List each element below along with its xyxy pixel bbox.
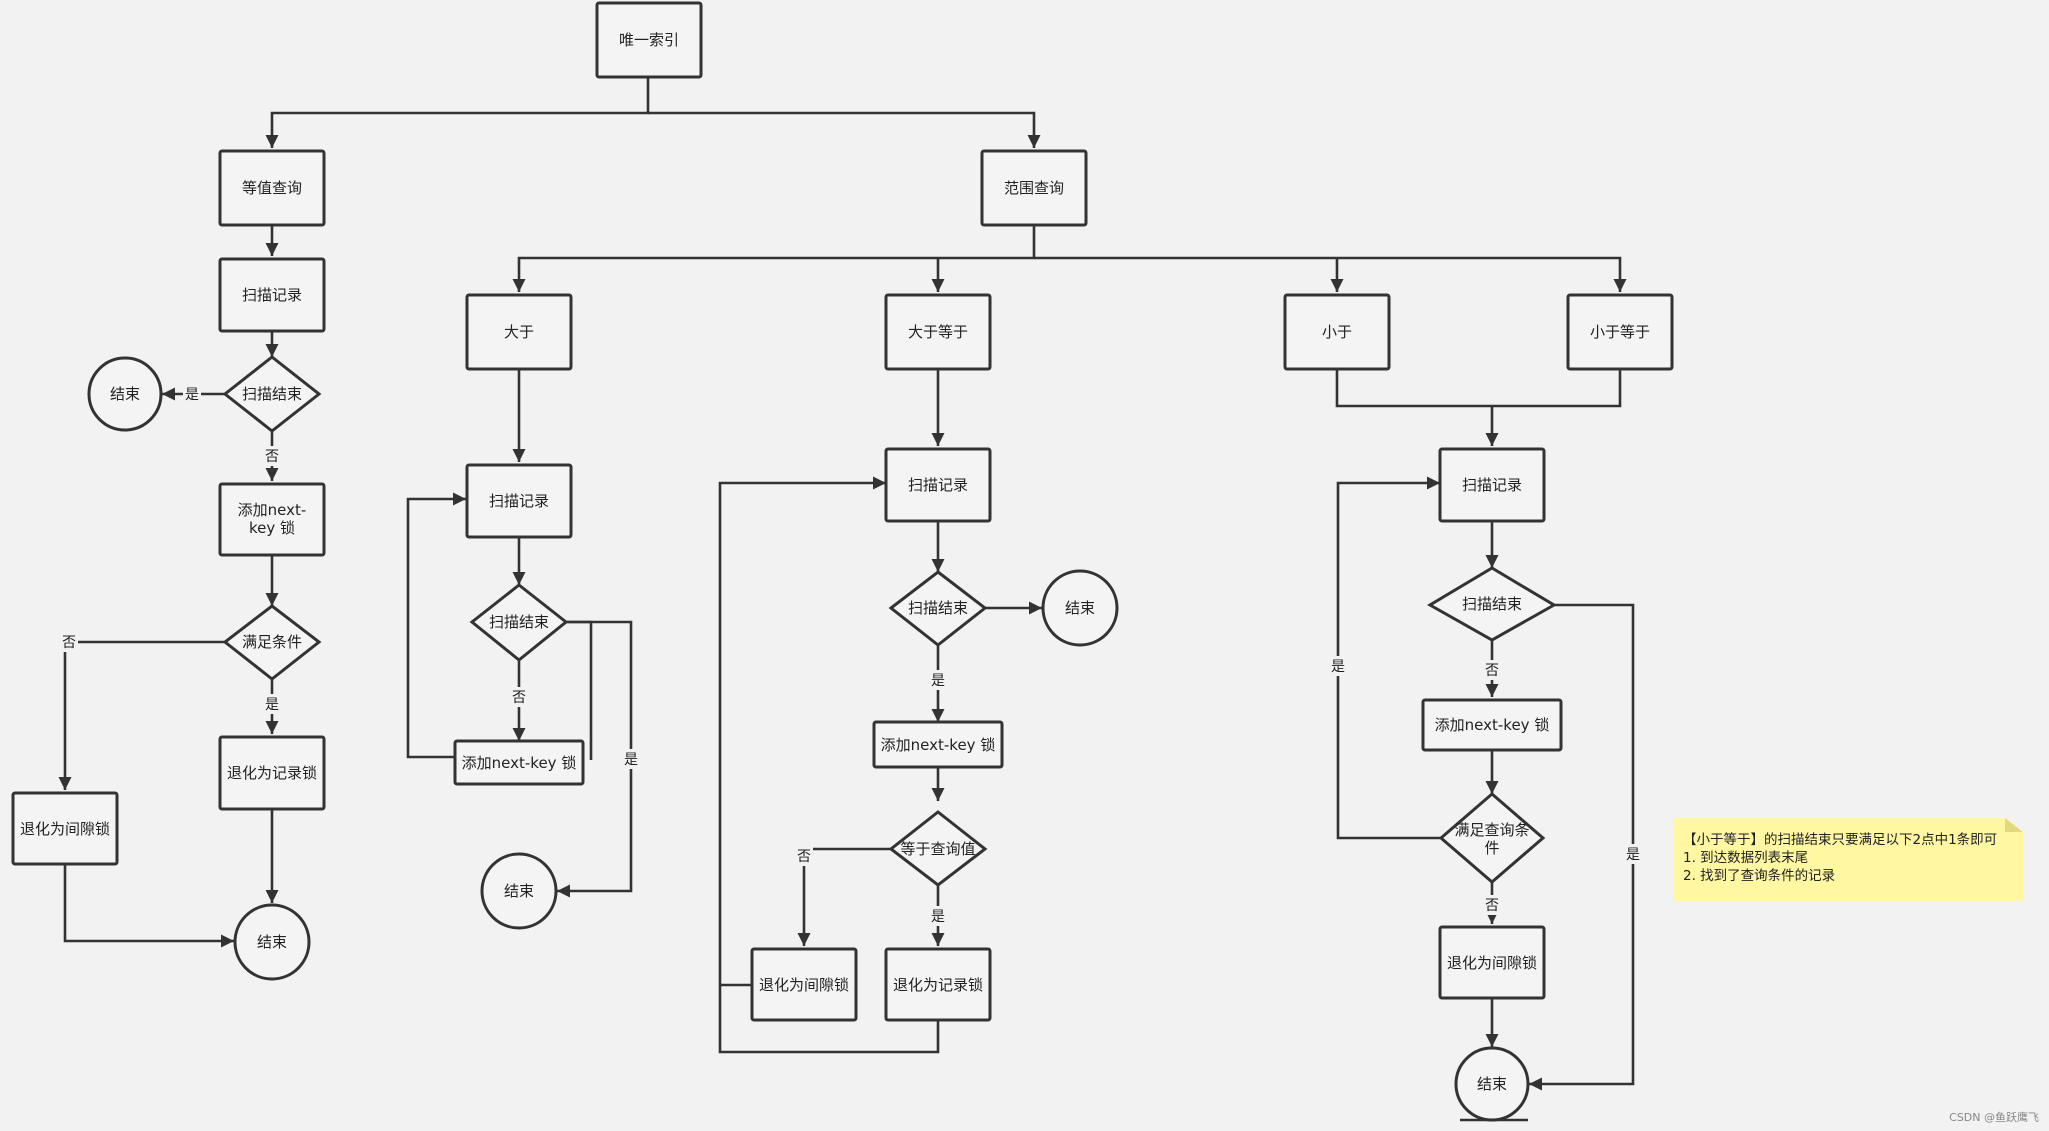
svg-text:key 锁: key 锁 xyxy=(249,519,295,537)
node-lt-end: 结束 xyxy=(1454,1046,1530,1122)
svg-text:结束: 结束 xyxy=(1065,599,1095,617)
note-line-3: 2. 找到了查询条件的记录 xyxy=(1683,868,1836,884)
label-eq-match-no: 否 xyxy=(62,635,76,651)
svg-text:大于等于: 大于等于 xyxy=(908,323,968,341)
label-gt-scan-end-yes: 是 xyxy=(624,752,638,768)
node-lt-add-next-key-lock: 添加next-key 锁 xyxy=(1421,698,1563,752)
sticky-note: 【小于等于】的扫描结束只要满足以下2点中1条即可 1. 到达数据列表末尾 2. … xyxy=(1673,818,2023,901)
svg-text:添加next-key 锁: 添加next-key 锁 xyxy=(1435,716,1550,734)
label-gt-scan-end-no: 否 xyxy=(512,690,526,706)
node-greater-than: 大于 xyxy=(465,293,573,371)
node-gte-scan-end: 扫描结束 xyxy=(888,570,988,647)
svg-text:扫描记录: 扫描记录 xyxy=(489,492,549,510)
node-gte-add-next-key-lock: 添加next-key 锁 xyxy=(872,720,1004,769)
node-range-query: 范围查询 xyxy=(980,149,1088,227)
watermark: CSDN @鱼跃鹰飞 xyxy=(1949,1111,2039,1124)
svg-text:扫描结束: 扫描结束 xyxy=(908,599,968,617)
svg-text:退化为间隙锁: 退化为间隙锁 xyxy=(759,976,849,994)
node-eq-add-next-key-lock: 添加next- key 锁 xyxy=(218,482,326,557)
label-lt-match-yes: 是 xyxy=(1331,659,1345,675)
note-line-1: 【小于等于】的扫描结束只要满足以下2点中1条即可 xyxy=(1683,832,1998,848)
node-eq-end-2: 结束 xyxy=(233,903,311,981)
label-lt-match-no: 否 xyxy=(1485,898,1499,914)
svg-text:结束: 结束 xyxy=(257,933,287,951)
node-greater-or-equal: 大于等于 xyxy=(884,293,992,371)
svg-text:扫描结束: 扫描结束 xyxy=(489,613,549,631)
svg-text:退化为间隙锁: 退化为间隙锁 xyxy=(20,820,110,838)
svg-text:退化为间隙锁: 退化为间隙锁 xyxy=(1447,954,1537,972)
label-lt-scan-end-no: 否 xyxy=(1485,663,1499,679)
svg-text:件: 件 xyxy=(1484,839,1499,857)
label-eq-scan-end-yes: 是 xyxy=(185,387,199,403)
node-eq-scan-record: 扫描记录 xyxy=(218,257,326,333)
node-gte-degrade-gap-lock: 退化为间隙锁 xyxy=(750,947,858,1022)
svg-text:结束: 结束 xyxy=(110,385,140,403)
node-equality-query: 等值查询 xyxy=(218,149,326,227)
svg-text:结束: 结束 xyxy=(1477,1075,1507,1093)
svg-text:扫描记录: 扫描记录 xyxy=(908,476,968,494)
node-gt-end: 结束 xyxy=(480,852,558,930)
node-eq-match-condition: 满足条件 xyxy=(222,604,322,681)
svg-text:添加next-key 锁: 添加next-key 锁 xyxy=(881,736,996,754)
svg-text:范围查询: 范围查询 xyxy=(1004,179,1064,197)
svg-text:扫描记录: 扫描记录 xyxy=(242,286,302,304)
label-eq-scan-end-no: 否 xyxy=(265,449,279,465)
svg-text:小于等于: 小于等于 xyxy=(1590,323,1650,341)
node-gt-add-next-key-lock: 添加next-key 锁 xyxy=(453,739,585,786)
node-lt-match-query-condition: 满足查询条 件 xyxy=(1438,792,1546,884)
node-unique-index: 唯一索引 xyxy=(595,1,703,79)
node-less-or-equal: 小于等于 xyxy=(1566,293,1674,371)
label-gte-equal-yes: 是 xyxy=(931,909,945,925)
svg-text:扫描结束: 扫描结束 xyxy=(1462,595,1522,613)
node-gte-scan-record: 扫描记录 xyxy=(884,447,992,523)
node-gt-scan-record: 扫描记录 xyxy=(465,463,573,539)
label-eq-match-yes: 是 xyxy=(265,697,279,713)
note-line-2: 1. 到达数据列表末尾 xyxy=(1683,850,1809,866)
svg-text:添加next-key 锁: 添加next-key 锁 xyxy=(462,754,577,772)
node-gte-degrade-record-lock: 退化为记录锁 xyxy=(884,947,992,1022)
svg-text:扫描结束: 扫描结束 xyxy=(242,385,302,403)
label-lt-scan-end-yes: 是 xyxy=(1626,847,1640,863)
label-gte-equal-no: 否 xyxy=(797,849,811,865)
svg-text:小于: 小于 xyxy=(1322,323,1352,341)
label-gte-scan-end-yes: 是 xyxy=(931,673,945,689)
svg-text:满足条件: 满足条件 xyxy=(242,633,302,651)
svg-text:结束: 结束 xyxy=(504,882,534,900)
svg-text:唯一索引: 唯一索引 xyxy=(619,31,679,49)
edge-labels: 是 否 否 是 否 是 是 否 是 否 是 否 是 xyxy=(60,384,1642,926)
node-gte-equal-query-value: 等于查询值 xyxy=(888,810,988,887)
svg-text:等于查询值: 等于查询值 xyxy=(900,840,975,858)
node-less-than: 小于 xyxy=(1283,293,1391,371)
node-eq-degrade-record-lock: 退化为记录锁 xyxy=(218,735,326,811)
svg-text:退化为记录锁: 退化为记录锁 xyxy=(227,764,317,782)
node-eq-scan-end: 扫描结束 xyxy=(222,355,322,433)
node-eq-degrade-gap-lock: 退化为间隙锁 xyxy=(11,791,119,866)
node-gt-scan-end: 扫描结束 xyxy=(469,583,569,662)
svg-text:等值查询: 等值查询 xyxy=(242,179,302,197)
svg-text:退化为记录锁: 退化为记录锁 xyxy=(893,976,983,994)
svg-text:大于: 大于 xyxy=(504,323,534,341)
node-eq-end-1: 结束 xyxy=(87,356,163,432)
svg-text:扫描记录: 扫描记录 xyxy=(1462,476,1522,494)
node-lt-scan-record: 扫描记录 xyxy=(1438,447,1546,523)
svg-text:添加next-: 添加next- xyxy=(238,501,307,519)
node-lt-degrade-gap-lock: 退化为间隙锁 xyxy=(1438,925,1546,1000)
node-lt-scan-end: 扫描结束 xyxy=(1427,566,1557,642)
svg-text:满足查询条: 满足查询条 xyxy=(1454,821,1529,839)
node-gte-end: 结束 xyxy=(1041,569,1119,647)
